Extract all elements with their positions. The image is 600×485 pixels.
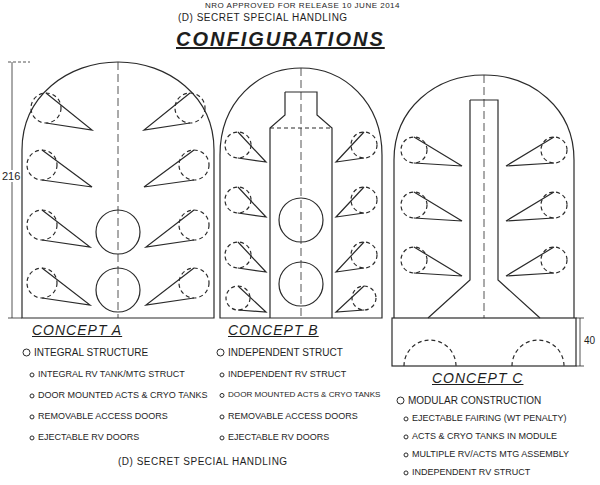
- feature-item: REMOVABLE ACCESS DOORS: [38, 412, 168, 422]
- dimension-value: 40: [583, 335, 596, 346]
- feature-item: INDEPENDENT RV STRUCT: [228, 370, 346, 380]
- bullet-mark: [30, 436, 34, 440]
- dimension-line: [580, 318, 581, 366]
- dimension-tick: [8, 62, 30, 63]
- shroud-outline: [22, 62, 214, 318]
- bullet-mark: [404, 471, 408, 475]
- bullet-mark: [30, 373, 34, 377]
- classification-marking: (D) SECRET SPECIAL HANDLING: [118, 456, 288, 467]
- feature-heading: MODULAR CONSTRUCTION: [408, 395, 541, 406]
- feature-item: ACTS & CRYO TANKS IN MODULE: [412, 432, 557, 442]
- concept-heading: CONCEPT C: [432, 371, 523, 386]
- feature-item: INTEGRAL RV TANK/MTG STRUCT: [38, 370, 185, 380]
- feature-heading: INDEPENDENT STRUCT: [228, 347, 343, 358]
- bullet-mark: [404, 417, 408, 421]
- feature-item: DOOR MOUNTED ACTS & CRYO TANKS: [38, 391, 208, 401]
- feature-item: MULTIPLE RV/ACTS MTG ASSEMBLY: [412, 450, 569, 460]
- bullet-mark: [220, 415, 224, 419]
- bullet-mark: [404, 435, 408, 439]
- dimension-tick: [576, 366, 584, 367]
- bullet-mark: [220, 436, 224, 440]
- bullet-mark: [220, 393, 224, 397]
- independent-structure: [225, 92, 377, 318]
- concept-heading: CONCEPT B: [228, 323, 319, 338]
- feature-heading: INTEGRAL STRUCTURE: [34, 347, 148, 358]
- feature-item: INDEPENDENT RV STRUCT: [412, 468, 530, 478]
- bullet-mark: [30, 394, 34, 398]
- center-line: [118, 62, 119, 318]
- feature-item: EJECTABLE RV DOORS: [228, 433, 329, 443]
- concept-heading: CONCEPT A: [32, 323, 122, 338]
- dimension-value: 216: [1, 170, 21, 182]
- rv-cones: [27, 93, 209, 312]
- dimension-tick: [576, 318, 584, 319]
- dimension-tick: [8, 318, 22, 319]
- bullet-mark: [217, 349, 224, 356]
- feature-item: EJECTABLE FAIRING (WT PENALTY): [412, 414, 567, 424]
- feature-item: DOOR MOUNTED ACTS & CRYO TANKS: [228, 391, 380, 400]
- modular-structure: [392, 100, 576, 366]
- diagram-title: CONFIGURATIONS: [176, 28, 385, 50]
- shroud-outline: [394, 75, 574, 318]
- bullet-mark: [220, 373, 224, 377]
- feature-item: EJECTABLE RV DOORS: [38, 433, 139, 443]
- bullet-mark: [404, 453, 408, 457]
- release-stamp: NRO APPROVED FOR RELEASE 10 JUNE 2014: [205, 2, 400, 11]
- feature-item: REMOVABLE ACCESS DOORS: [228, 412, 358, 422]
- bullet-mark: [30, 415, 34, 419]
- shroud-outline: [220, 68, 382, 318]
- bullet-mark: [23, 349, 30, 356]
- classification-marking: (D) SECRET SPECIAL HANDLING: [178, 12, 348, 23]
- dimension-line: [12, 62, 13, 318]
- bullet-mark: [397, 397, 404, 404]
- center-line: [484, 75, 485, 318]
- center-line: [301, 68, 302, 318]
